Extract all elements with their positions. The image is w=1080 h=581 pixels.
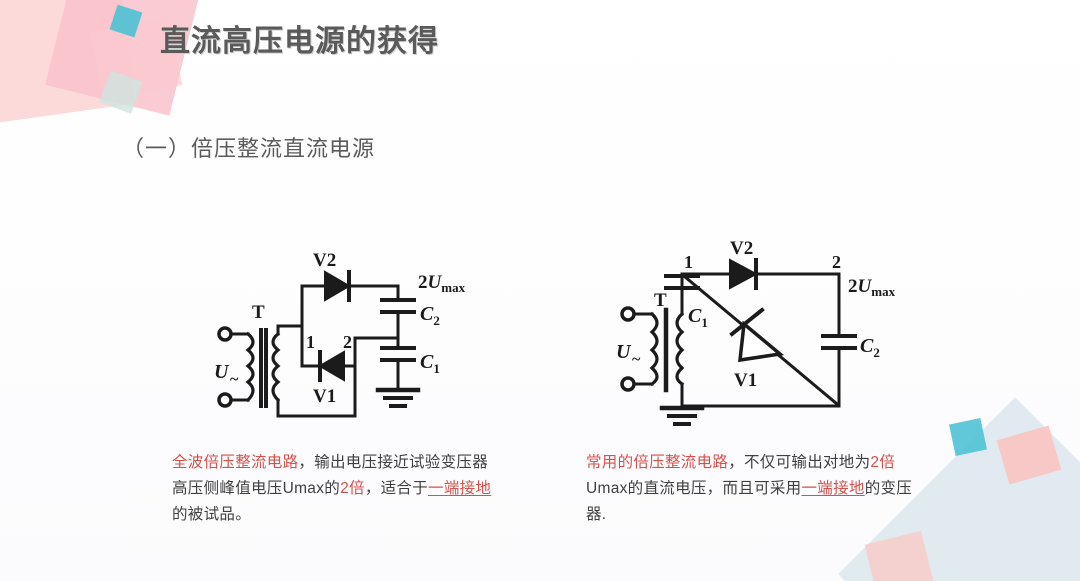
right-cap-c2-label: C2 [860, 335, 880, 360]
right-node-2-label: 2 [832, 252, 841, 272]
right-caption-text-3: 的变压器. [586, 480, 913, 523]
right-diagram-caption: 常用的倍压整流电路，不仅可输出对地为2倍 Umax的直流电压，而且可采用一端接地的… [586, 450, 918, 528]
decor-pink-square-bottom-right [996, 425, 1062, 485]
left-node-2-label: 2 [343, 332, 352, 352]
left-cap-c1-label: C1 [420, 351, 440, 376]
right-caption-multiplier: 2倍 [870, 454, 896, 471]
left-source-sub: ~ [230, 371, 239, 388]
right-diode-v2-label: V2 [730, 238, 753, 259]
decor-pink-square-bottom [864, 530, 934, 581]
right-output-label: 2Umax [848, 276, 896, 299]
left-diode-v1-label: V1 [313, 386, 336, 407]
right-caption-grounding: 一端接地 [801, 480, 865, 497]
right-caption-text-1: ，不仅可输出对地为 [728, 454, 871, 471]
left-source-label: U [214, 361, 230, 383]
decor-pink-square-large [0, 0, 136, 128]
right-caption-highlight: 常用的倍压整流电路 [586, 454, 729, 471]
left-circuit-diagram: U ~ T V2 V1 1 2 2Umax C2 C1 [190, 238, 480, 433]
page-title: 直流高压电源的获得 [160, 25, 439, 58]
left-caption-grounding: 一端接地 [428, 480, 492, 497]
left-caption-text-1: ，输出电压接近试验变压器高压侧峰值电压Umax的 [172, 454, 489, 497]
right-transformer-label: T [654, 290, 667, 311]
left-transformer-label: T [252, 302, 265, 323]
right-diode-v1-label: V1 [734, 370, 757, 391]
left-caption-multiplier: 2倍 [340, 480, 365, 497]
right-source-sub: ~ [632, 351, 641, 368]
right-caption-text-2: Umax的直流电压，而且可采用 [586, 480, 802, 497]
left-output-label: 2Umax [418, 272, 466, 295]
left-cap-c2-label: C2 [420, 303, 440, 328]
left-caption-text-2: ，适合于 [364, 480, 429, 497]
left-caption-highlight: 全波倍压整流电路 [172, 454, 299, 471]
left-node-1-label: 1 [306, 332, 315, 352]
decor-teal-square-top [109, 4, 143, 38]
right-cap-c1-label: C1 [688, 305, 708, 330]
left-caption-text-3: 的被试品。 [172, 506, 252, 523]
left-diagram-caption: 全波倍压整流电路，输出电压接近试验变压器高压侧峰值电压Umax的2倍，适合于一端… [172, 450, 494, 528]
decor-teal-square-bottom [949, 418, 987, 456]
left-diode-v2-label: V2 [313, 250, 336, 271]
decor-mint-square [99, 70, 143, 114]
right-circuit-diagram: U ~ T 1 2 V2 V1 C1 C2 2Umax [596, 236, 896, 436]
right-node-1-label: 1 [684, 252, 693, 272]
section-heading: （一）倍压整流直流电源 [122, 136, 376, 161]
right-source-label: U [616, 341, 632, 363]
